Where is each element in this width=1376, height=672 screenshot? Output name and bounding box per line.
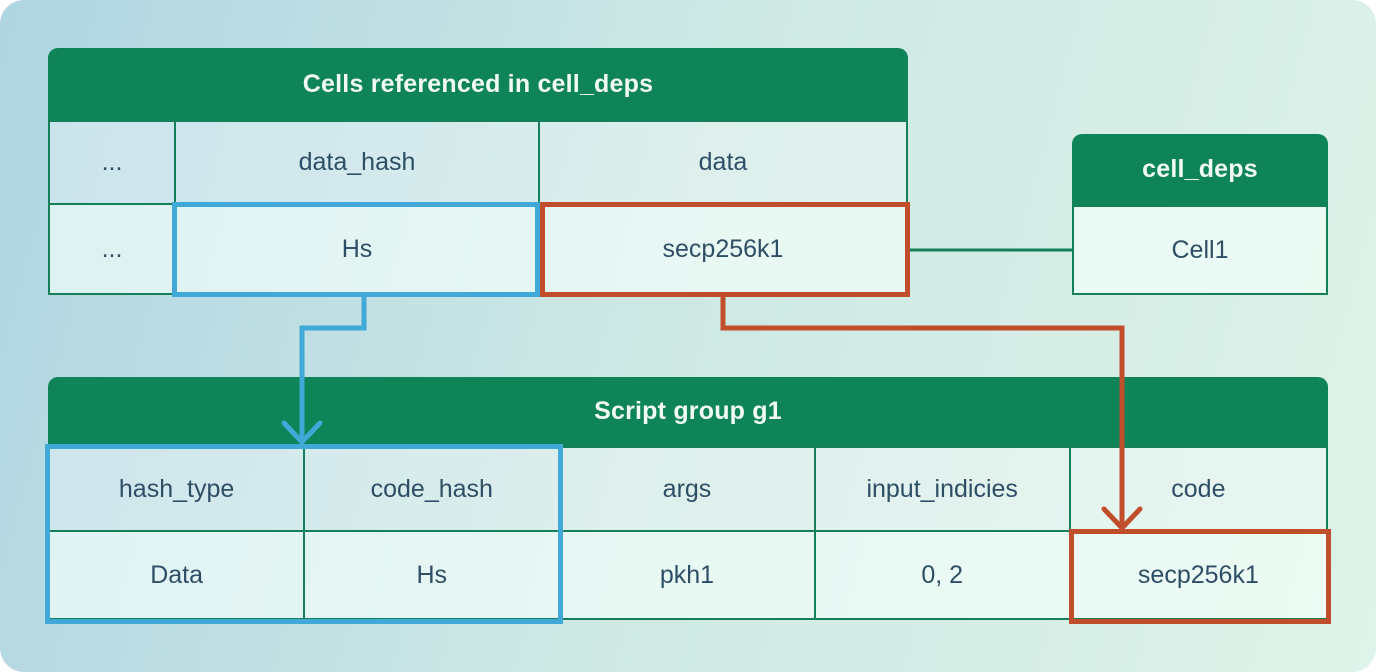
col-code-hash-label: code_hash	[305, 448, 561, 532]
script-group-title: Script group g1	[48, 377, 1328, 446]
cell-secp256k1-code-value: secp256k1	[1070, 532, 1326, 618]
cells-referenced-header-row: ... data_hash data	[50, 122, 906, 205]
cell-hs-value: Hs	[176, 205, 540, 293]
cell-data-value: Data	[50, 532, 306, 618]
script-group-header-row: hash_type code_hash args input_indicies …	[50, 448, 1326, 532]
script-group-table: Script group g1 hash_type code_hash args…	[48, 377, 1328, 620]
col-data-label: data	[540, 122, 906, 205]
cell-input-indicies-value: 0, 2	[815, 532, 1071, 618]
cell-secp256k1-value: secp256k1	[540, 205, 906, 293]
col-hash-type-label: hash_type	[50, 448, 306, 532]
cells-referenced-table: Cells referenced in cell_deps ... data_h…	[48, 48, 908, 295]
cell-deps-title: cell_deps	[1072, 134, 1328, 205]
col-input-indicies-label: input_indicies	[815, 448, 1071, 532]
cell-hs-code-hash-value: Hs	[305, 532, 561, 618]
col-ellipsis-label: ...	[50, 122, 176, 205]
col-data-hash-label: data_hash	[176, 122, 540, 205]
cell-ellipsis-value: ...	[50, 205, 176, 293]
cells-referenced-title: Cells referenced in cell_deps	[48, 48, 908, 120]
cell-deps-value-row: Cell1	[1074, 207, 1326, 293]
cell-cell1-value: Cell1	[1074, 207, 1326, 293]
cell-deps-table: cell_deps Cell1	[1072, 134, 1328, 295]
col-args-label: args	[560, 448, 816, 532]
script-group-value-row: Data Hs pkh1 0, 2 secp256k1	[50, 532, 1326, 618]
cells-referenced-value-row: ... Hs secp256k1	[50, 205, 906, 293]
col-code-label: code	[1070, 448, 1326, 532]
cell-pkh1-value: pkh1	[560, 532, 816, 618]
